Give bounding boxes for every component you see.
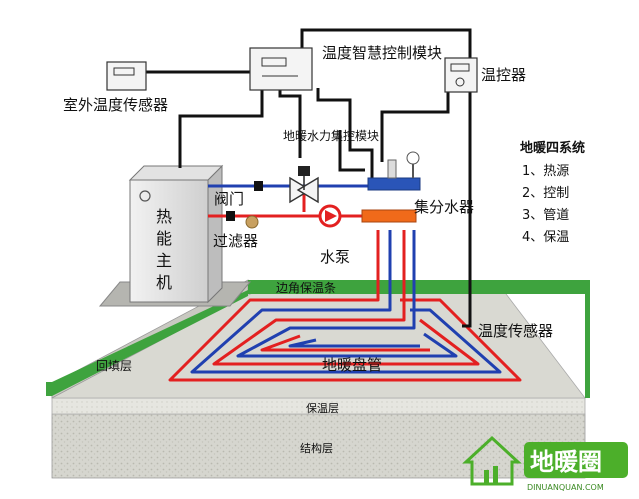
- host-top: [128, 165, 224, 181]
- smart-control-module-device: [249, 47, 313, 91]
- label-filter: 过滤器: [213, 232, 258, 250]
- heat-host-machine: [98, 164, 252, 307]
- logo-plate: [524, 442, 628, 478]
- systems-item-1: 1、热源: [522, 164, 569, 179]
- label-backfill: 回填层: [96, 359, 132, 373]
- label-host-1: 能: [156, 229, 172, 248]
- label-thermostat: 温控器: [481, 66, 526, 84]
- wire-module-thermostat: [300, 28, 472, 58]
- edge-insulation-right: [585, 294, 590, 398]
- coil-cold-inner: [236, 230, 458, 358]
- manifold: [361, 151, 421, 223]
- label-valve: 阀门: [214, 190, 244, 208]
- systems-title: 地暖四系统: [520, 140, 585, 156]
- systems-item-2: 2、控制: [522, 186, 569, 201]
- label-host-2: 主: [156, 251, 172, 270]
- brand-logo: 地暖圈 DINUANQUAN.COM: [462, 435, 628, 492]
- label-pump: 水泵: [320, 248, 350, 266]
- coil-hot-outer: [168, 230, 522, 382]
- edge-insulation-left: [46, 290, 248, 396]
- wire-thermostat-sensor: [462, 92, 472, 328]
- wire-module-manifold: [316, 88, 374, 190]
- pump-device: [318, 204, 342, 228]
- outdoor-sensor-device: [106, 61, 147, 91]
- manifold-return-bar: [361, 209, 417, 223]
- coil-cold-core: [288, 338, 420, 348]
- control-wires: [146, 28, 472, 328]
- labels: 温度智慧控制模块 温控器 室外温度传感器 地暖水力集控模块 热 能 主 机 阀门…: [63, 44, 553, 455]
- thermostat-device: [444, 57, 478, 93]
- logo-text: 地暖圈: [530, 448, 602, 476]
- filter-device: [245, 215, 259, 229]
- floor-heating-coil: [168, 230, 522, 382]
- label-insulation-layer: 保温层: [306, 401, 339, 415]
- logo-url: DINUANQUAN.COM: [527, 483, 604, 492]
- host-indicator: [139, 190, 151, 202]
- valve-square-2: [226, 211, 235, 221]
- label-hydraulic-module: 地暖水力集控模块: [283, 128, 379, 143]
- label-edge-insulation: 边角保温条: [276, 281, 336, 295]
- label-manifold: 集分水器: [414, 198, 474, 216]
- label-structure-layer: 结构层: [300, 441, 333, 455]
- label-host-3: 机: [156, 273, 172, 292]
- edge-insulation-strip: [248, 280, 590, 294]
- label-smart-module: 温度智慧控制模块: [322, 44, 442, 62]
- floor-layers: [46, 279, 590, 479]
- four-systems-list: 地暖四系统 1、热源 2、控制 3、管道 4、保温: [520, 140, 585, 245]
- coil-cold-outer: [190, 230, 502, 374]
- systems-item-3: 3、管道: [522, 208, 569, 223]
- wire-thermostat-manifold: [380, 92, 450, 162]
- wire-module-valve: [278, 88, 302, 158]
- coil-hot-core: [260, 334, 430, 352]
- house-icon: [462, 435, 522, 486]
- label-temp-sensor: 温度传感器: [478, 322, 553, 340]
- valve: [254, 181, 263, 191]
- wire-hydraulic: [338, 130, 365, 172]
- mixing-valve: [289, 166, 319, 204]
- wire-module-host: [178, 88, 264, 168]
- systems-item-4: 4、保温: [522, 230, 569, 245]
- label-coil: 地暖盘管: [322, 356, 382, 374]
- label-outdoor-sensor: 室外温度传感器: [63, 96, 168, 114]
- label-host-0: 热: [156, 207, 172, 226]
- coil-hot-inner: [212, 230, 480, 366]
- manifold-supply-bar: [367, 177, 421, 191]
